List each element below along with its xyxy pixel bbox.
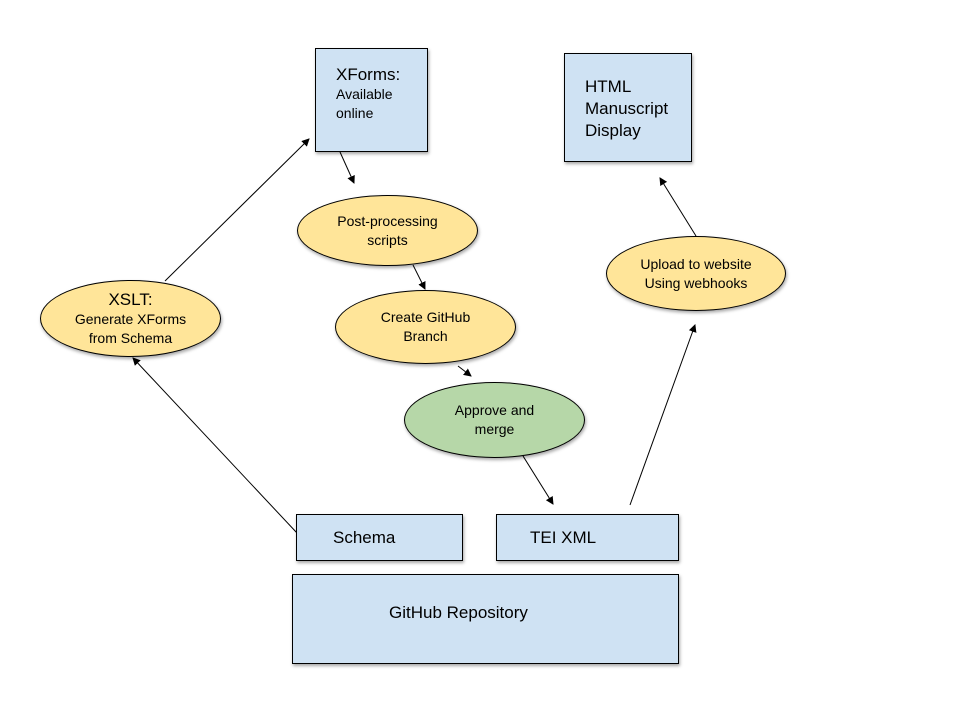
branch-line-1: Create GitHub <box>380 309 471 325</box>
arrow-postprocessing-to-branch <box>412 264 426 290</box>
arrow-xslt-to-xforms <box>164 138 310 282</box>
upload-line-2: Using webhooks <box>644 274 748 291</box>
approve-node: Approve and merge <box>404 382 585 458</box>
repository-label: GitHub Repository <box>389 603 528 622</box>
html-display-box: HTML Manuscript Display <box>564 53 692 162</box>
postprocessing-node: Post-processing scripts <box>297 195 478 266</box>
arrow-upload-to-html <box>659 177 697 237</box>
arrow-tei-to-upload <box>629 324 697 506</box>
html-display-line-3: Display <box>585 121 641 140</box>
approve-line-1: Approve and <box>454 402 535 418</box>
repository-box: GitHub Repository <box>292 574 679 664</box>
xslt-line-1: Generate XForms <box>74 310 187 327</box>
tei-label: TEI XML <box>530 528 597 547</box>
schema-label: Schema <box>333 528 396 547</box>
postprocessing-line-2: scripts <box>367 231 408 248</box>
upload-node: Upload to website Using webhooks <box>606 236 786 311</box>
xforms-box: XForms: Available online <box>315 48 428 152</box>
xforms-line-1: Available <box>336 86 393 102</box>
arrow-approve-to-tei <box>522 455 554 505</box>
approve-line-2: merge <box>474 421 515 437</box>
postprocessing-line-1: Post-processing <box>337 212 438 229</box>
upload-line-1: Upload to website <box>640 255 752 272</box>
xslt-title: XSLT: <box>108 289 153 309</box>
xforms-title: XForms: <box>336 65 401 84</box>
xforms-line-2: online <box>336 105 374 121</box>
branch-node: Create GitHub Branch <box>335 290 516 364</box>
arrow-branch-to-approve <box>457 365 472 377</box>
schema-box: Schema <box>296 514 463 561</box>
branch-line-2: Branch <box>403 328 448 344</box>
xslt-line-2: from Schema <box>88 329 173 346</box>
arrow-xforms-to-postprocessing <box>339 151 355 184</box>
html-display-line-2: Manuscript <box>585 99 669 118</box>
tei-box: TEI XML <box>496 514 679 561</box>
html-display-line-1: HTML <box>585 77 632 96</box>
arrow-schema-to-xslt <box>132 357 298 534</box>
xslt-node: XSLT: Generate XForms from Schema <box>40 280 221 357</box>
